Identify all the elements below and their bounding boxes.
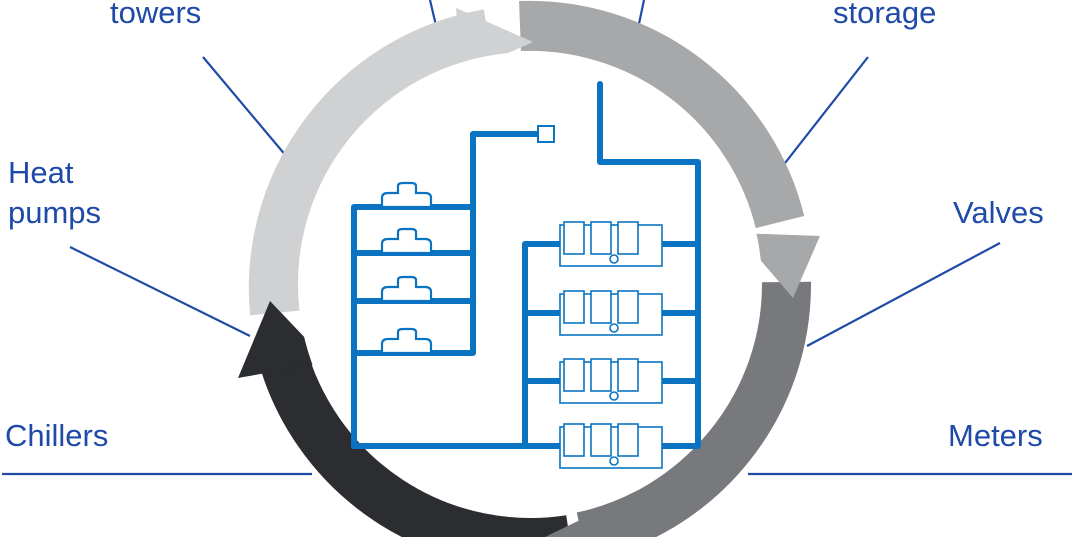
arrow-mid [519, 0, 805, 229]
label-valves: Valves [953, 195, 1044, 230]
label-heat-pumps-line1: Heat [8, 155, 74, 190]
arrowhead-gray [545, 505, 616, 537]
arrow-dark [256, 343, 571, 542]
cycle-arrows [248, 0, 812, 542]
piping [351, 81, 701, 449]
expansion-tank [537, 125, 555, 143]
label-heat-pumps-line2: pumps [8, 195, 102, 230]
chiller-units [559, 221, 663, 469]
leader-valves [806, 242, 1001, 347]
chiller-unit-1 [559, 221, 663, 267]
label-thermal-storage: storage [833, 0, 937, 30]
arrowhead-light [456, 8, 533, 74]
label-chillers: Chillers [5, 418, 109, 453]
pump-unit-2 [380, 227, 433, 255]
leader-towers [202, 56, 288, 158]
right-supply [597, 81, 701, 449]
label-heat-pumps: Heat pumps [8, 153, 101, 233]
arrow-gray [576, 281, 812, 542]
chiller-unit-4 [559, 423, 663, 469]
bottom-main [351, 241, 563, 449]
pump-unit-4 [380, 327, 433, 355]
leader-storage [777, 56, 869, 173]
pump-unit-1 [380, 181, 433, 209]
leader-lines [2, 0, 1072, 476]
leader-heat-pumps [69, 246, 251, 337]
label-meters: Meters [948, 418, 1043, 453]
label-cooling-towers: towers [110, 0, 202, 30]
chiller-unit-3 [559, 358, 663, 404]
arrow-light [248, 9, 493, 316]
arrowhead-dark [238, 301, 328, 378]
pump-unit-3 [380, 275, 433, 303]
pump-units [380, 181, 433, 355]
chiller-unit-2 [559, 290, 663, 336]
